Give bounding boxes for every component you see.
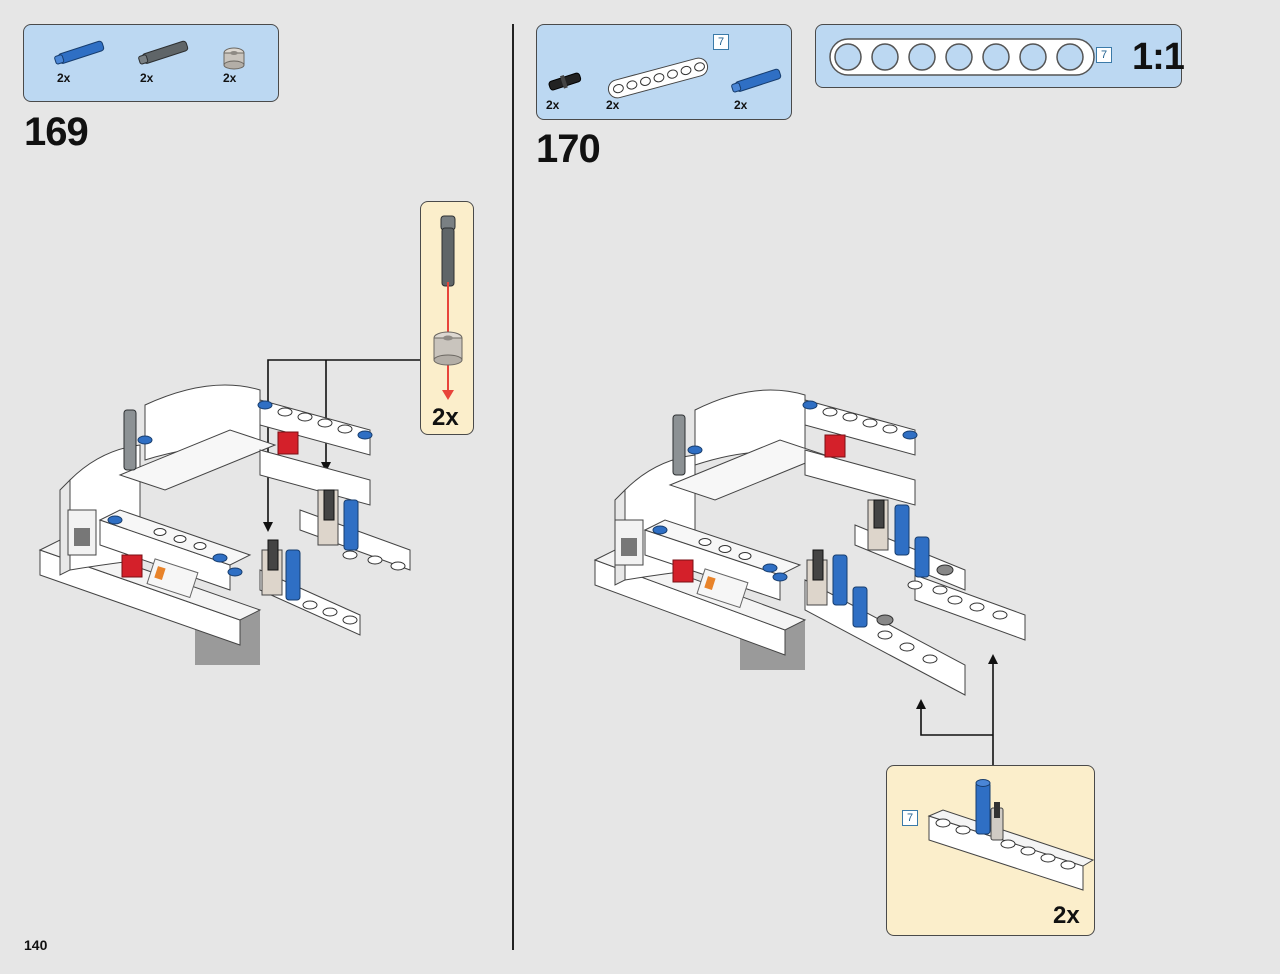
part-qty: 2x (546, 98, 560, 112)
part-qty: 2x (57, 71, 71, 85)
step-number: 169 (24, 110, 89, 154)
step-number: 170 (536, 127, 601, 171)
white-beam-7-icon (607, 57, 709, 99)
beam-length-badge: 7 (713, 34, 729, 50)
bush-icon (223, 47, 245, 70)
multiplier-label: 2x (1053, 902, 1080, 929)
part-qty: 2x (140, 71, 154, 85)
part-qty: 2x (734, 98, 748, 112)
beam-length-badge: 7 (1096, 47, 1112, 63)
blue-axle-pin-icon (731, 68, 782, 93)
part-qty: 2x (606, 98, 620, 112)
beam-length-badge: 7 (902, 810, 918, 826)
white-beam-7-with-pins-icon (927, 779, 1095, 891)
black-pin-icon (548, 72, 582, 91)
page-number: 140 (24, 937, 48, 953)
grey-axle-pin-icon (138, 40, 189, 65)
parts-list-170: 2x 2x 7 2x (536, 24, 792, 120)
scale-reference-box: 7 1:1 (815, 24, 1185, 88)
multiplier-label: 2x (432, 404, 459, 431)
model-illustration-170 (593, 389, 1026, 696)
sub-assembly-callout-169: 2x (420, 201, 474, 435)
bush-icon (433, 331, 463, 366)
beam-scale-icon (829, 38, 1095, 76)
page-divider (512, 24, 514, 950)
part-qty: 2x (223, 71, 237, 85)
blue-axle-pin-icon (54, 40, 105, 65)
sub-assembly-callout-170: 7 2x (886, 765, 1095, 936)
grey-axle-pin-icon (440, 215, 456, 287)
scale-label: 1:1 (1132, 36, 1185, 78)
model-illustration-169 (38, 384, 411, 665)
parts-list-169: 2x 2x 2x (23, 24, 279, 102)
